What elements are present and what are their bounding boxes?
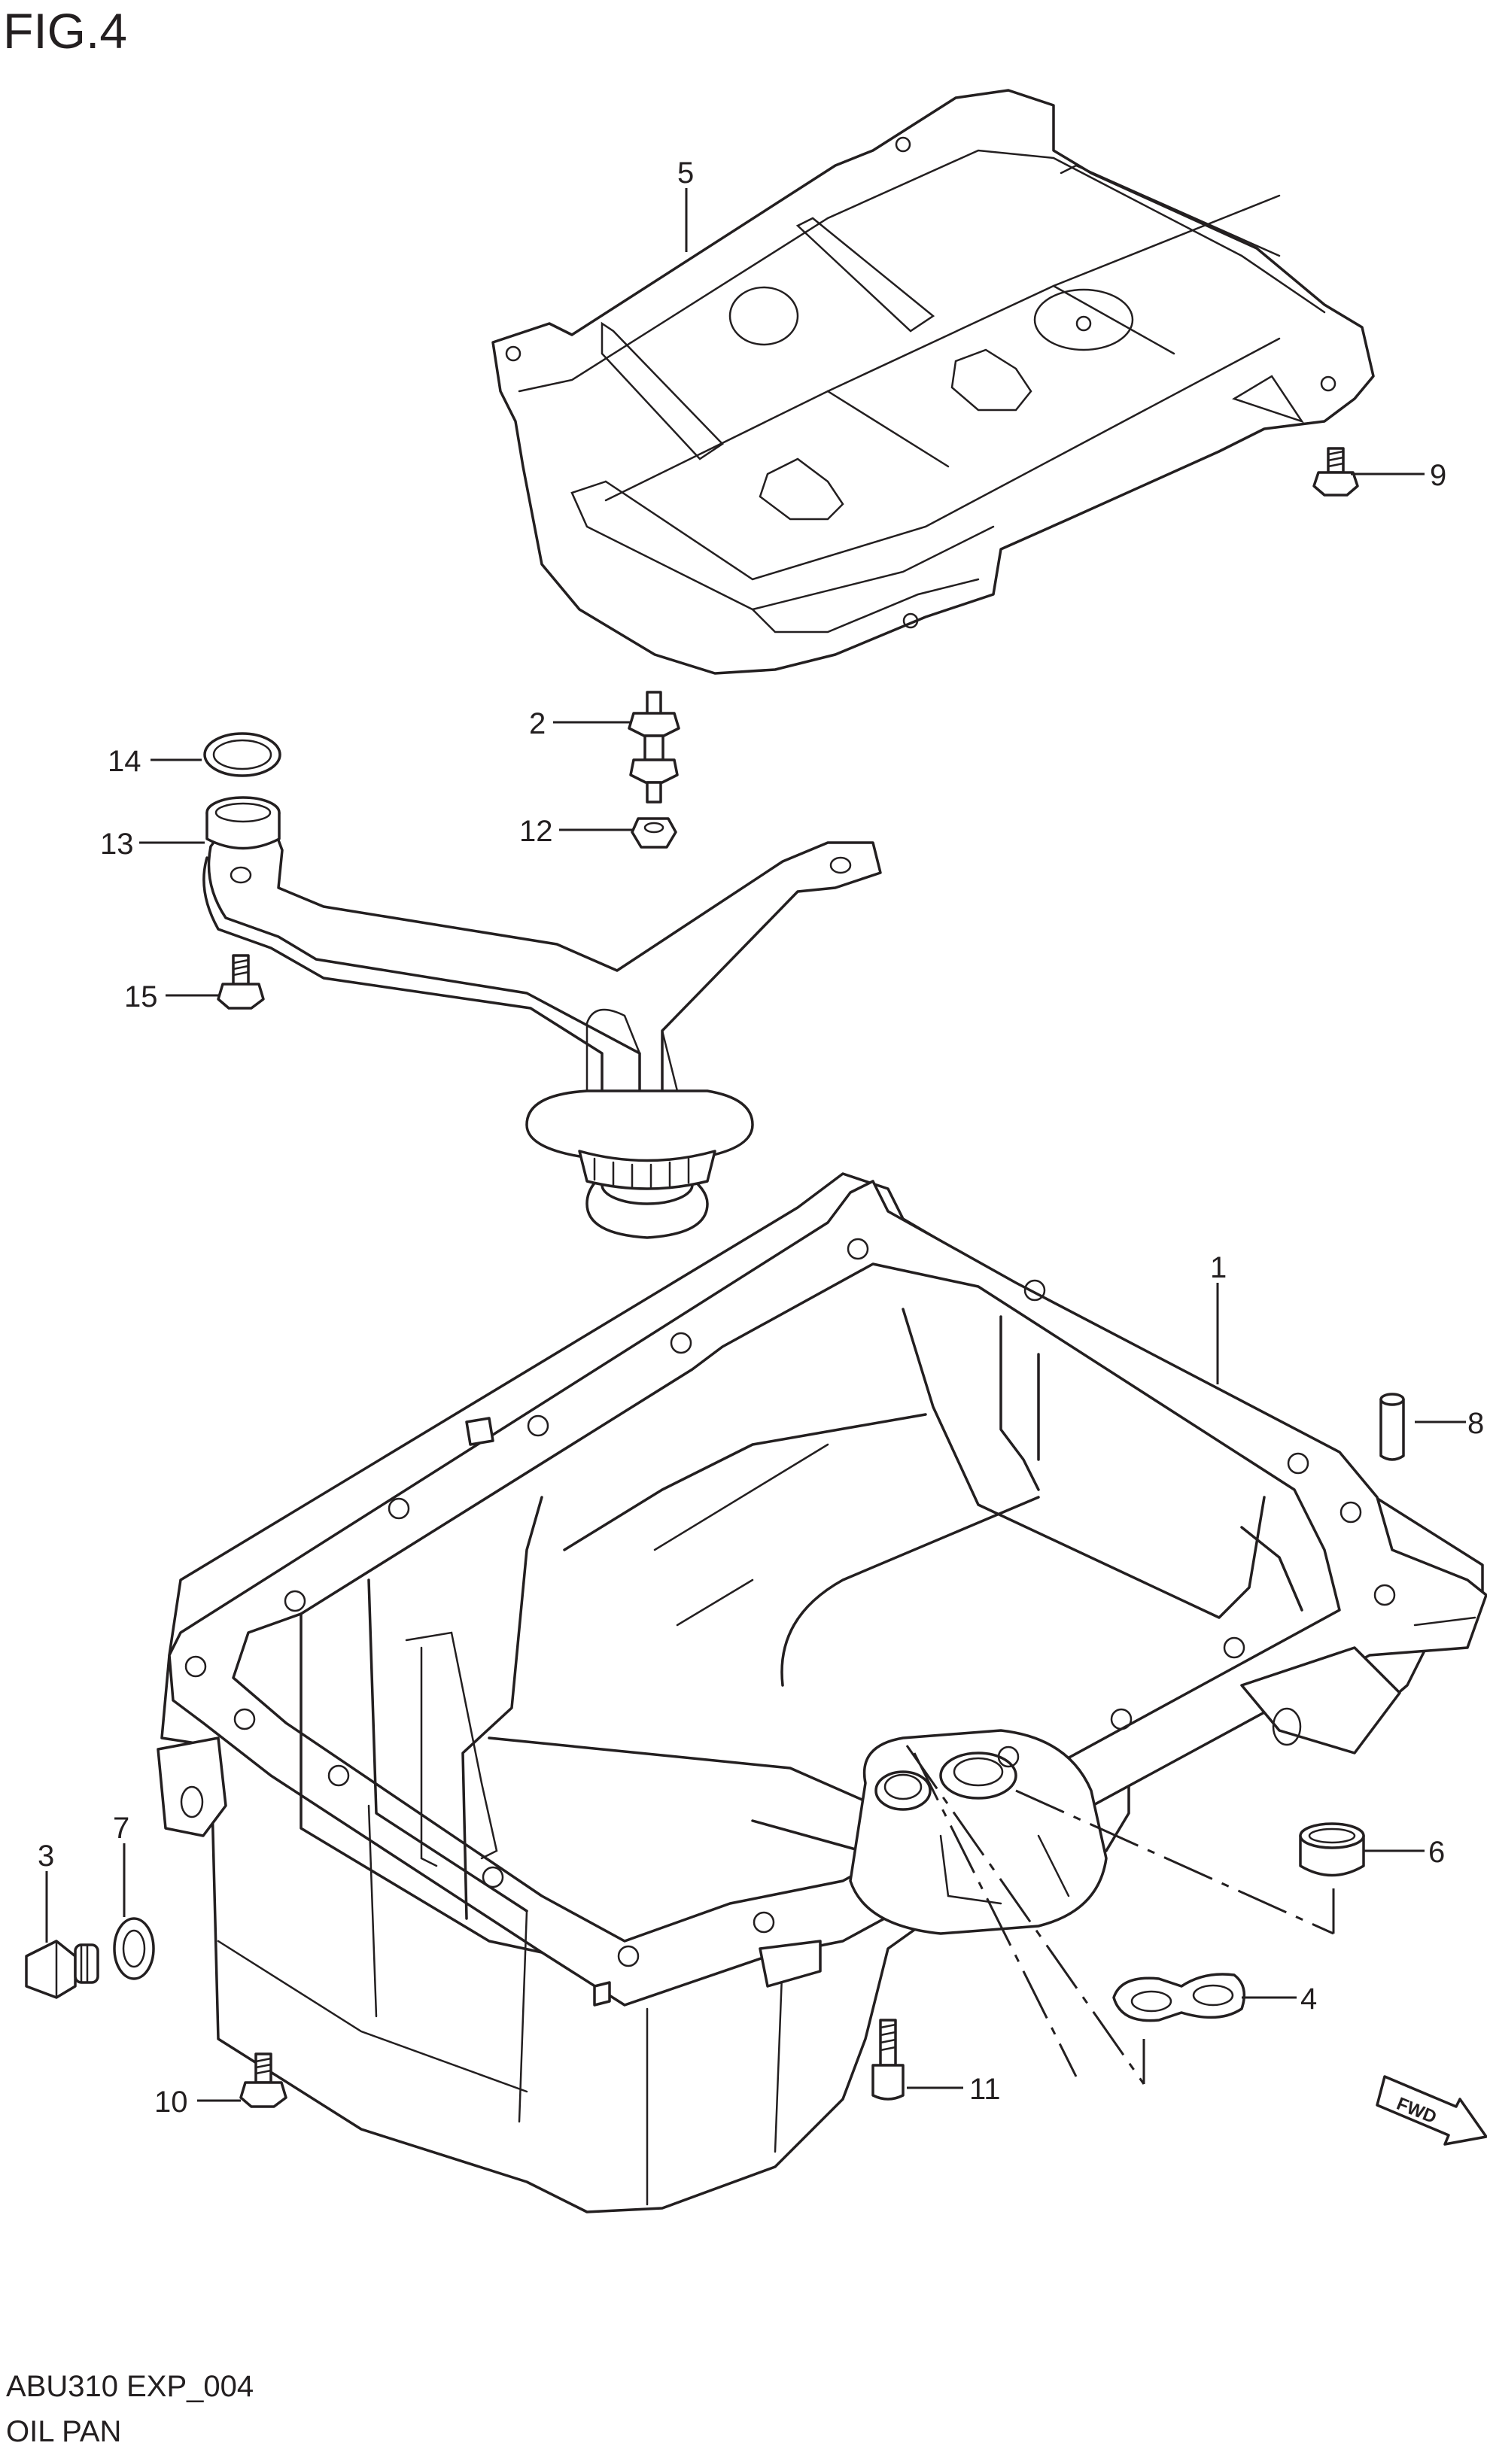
diagram-code: ABU310 EXP_004 [6,2370,254,2403]
callout-3: 3 [38,1840,54,1873]
callout-numbers: 1 2 3 4 5 6 7 8 9 10 11 12 13 14 15 [38,156,1484,2119]
part-gasket-4[interactable] [1112,1973,1246,2022]
part-stud-2[interactable] [628,691,680,804]
part-under-cover[interactable] [491,89,1375,675]
part-nut-12[interactable] [631,817,677,849]
part-o-ring-14[interactable] [203,732,281,777]
figure-title: FIG.4 [3,3,127,59]
callout-12: 12 [519,815,553,848]
part-drain-plug-3[interactable] [25,1940,99,1999]
fwd-arrow-icon: FWD [1376,2075,1487,2146]
callout-11: 11 [969,2073,1001,2106]
callout-15: 15 [124,980,158,1013]
part-bolt-15[interactable] [217,954,265,1010]
callout-5: 5 [677,156,694,190]
part-oil-strainer-13[interactable] [202,796,882,1239]
callout-14: 14 [108,745,141,778]
leader-lines [45,188,1466,2102]
callout-10: 10 [154,2086,188,2119]
callout-4: 4 [1300,1982,1317,2016]
callout-2: 2 [529,707,546,740]
callout-13: 13 [100,828,134,861]
part-ring-6[interactable] [1299,1822,1365,1877]
callout-1: 1 [1210,1251,1227,1284]
callout-6: 6 [1428,1836,1445,1869]
part-dowel-pin-8[interactable] [1379,1393,1405,1461]
part-washer-7[interactable] [113,1917,155,1980]
part-bolt-9[interactable] [1312,447,1359,497]
part-oil-pan-1[interactable] [157,1172,1487,2213]
diagram-name: OIL PAN [6,2415,121,2448]
callout-8: 8 [1467,1407,1484,1440]
callout-7: 7 [113,1812,129,1845]
part-bolt-11[interactable] [871,2019,905,2101]
pan-bolt-holes [184,1238,1396,1967]
part-bolt-10[interactable] [239,2052,287,2108]
callout-9: 9 [1430,459,1446,492]
